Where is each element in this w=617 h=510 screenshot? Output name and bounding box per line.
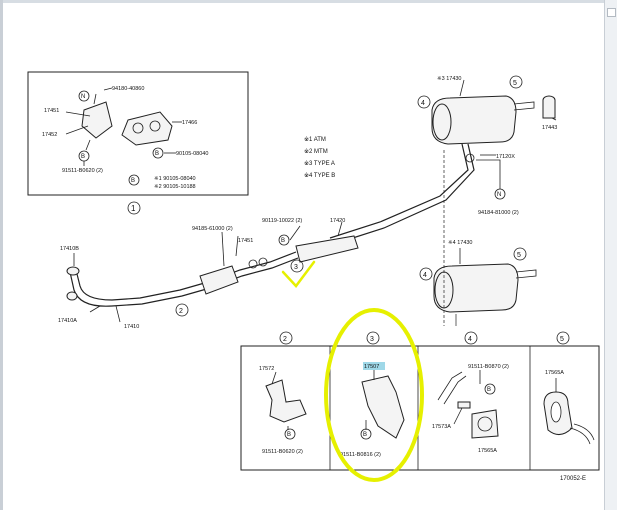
inset1-label: 17466 — [182, 120, 197, 126]
panel3-bolt-label: 91511-B0816 (2) — [340, 452, 381, 458]
catalog-code: 170052-E — [560, 476, 586, 482]
panel2-bolt-label: 91511-B0620 (2) — [262, 449, 303, 455]
part-label: 17420 — [330, 218, 345, 224]
circle-letter-n: N — [497, 192, 501, 198]
highlight-check-mark — [281, 260, 316, 288]
circle-number: 2 — [179, 308, 183, 315]
part-label: ※3 17430 — [437, 75, 462, 82]
circle-letter-n: N — [81, 94, 85, 100]
highlight-part-number — [363, 362, 385, 370]
part-label: 17443 — [542, 125, 557, 131]
panel3-label: 17507 — [364, 364, 379, 370]
panel-header: 3 — [370, 336, 374, 343]
circle-number: 4 — [421, 100, 425, 107]
panel4-bracket-label: 17573A — [432, 424, 451, 430]
circle-letter-b: B — [131, 178, 135, 184]
legend-item: ※4 TYPE B — [304, 172, 335, 179]
circle-letter-b: B — [81, 154, 85, 160]
panel2-label: 17572 — [259, 366, 274, 372]
scrollbar-button[interactable] — [607, 8, 616, 17]
inset1-label: ※1 90105-08040 — [154, 175, 196, 182]
panel-4: 91511-B0870 (2) 17573A B 17565A — [432, 364, 509, 454]
legend-item: ※3 TYPE A — [304, 160, 335, 167]
inset-1: 94180-40860 17451 17466 17452 90105-0804… — [27, 71, 249, 215]
window-top-border — [0, 0, 617, 3]
circle-number: 5 — [517, 252, 521, 259]
panel-header: 5 — [560, 336, 564, 343]
exhaust-parts-diagram: 94180-40860 17451 17466 17452 90105-0804… — [27, 71, 600, 482]
panel-header: 2 — [283, 336, 287, 343]
detail-panels: 2 3 5 17572 91511-B0620 (2) B 17507 9151… — [240, 331, 600, 482]
part-label: 17410B — [60, 246, 79, 252]
inset1-label: 90105-08040 — [176, 151, 208, 157]
inset1-label: ※2 90105-10188 — [154, 183, 196, 190]
part-label: 94185-61000 (2) — [192, 226, 233, 232]
catalytic-converter — [199, 265, 239, 295]
inset1-label: 17451 — [44, 108, 59, 114]
panel-5: 17565A — [543, 370, 595, 445]
panel-2: 17572 91511-B0620 (2) B — [259, 366, 307, 455]
part-label: ※4 17430 — [448, 239, 473, 246]
inset1-label: 91511-B0620 (2) — [62, 168, 103, 174]
panel4-rubber-label: 17565A — [478, 448, 497, 454]
scrollbar[interactable] — [604, 0, 617, 510]
circle-number: 5 — [513, 80, 517, 87]
part-label: 17410 — [124, 324, 139, 330]
panel5-label: 17565A — [545, 370, 564, 376]
legend-item: ※2 MTM — [304, 148, 328, 155]
inset1-label: 17452 — [42, 132, 57, 138]
circle-letter-b: B — [155, 151, 159, 157]
muffler-top — [431, 95, 517, 145]
panel-3: 17507 91511-B0816 (2) B — [340, 362, 405, 458]
legend-item: ※1 ATM — [304, 136, 326, 143]
part-label: 17120X — [496, 154, 515, 160]
circle-letter-b: B — [287, 432, 291, 438]
muffler-bottom — [433, 263, 519, 313]
circle-letter-b: B — [363, 432, 367, 438]
highlight-circle — [324, 308, 424, 482]
center-resonator — [295, 235, 359, 263]
inset1-label: 94180-40860 — [112, 86, 144, 92]
circle-letter-b: B — [487, 387, 491, 393]
part-label: 94184-81000 (2) — [478, 210, 519, 216]
circle-number: 4 — [423, 272, 427, 279]
circle-number: 4 — [468, 336, 472, 343]
circle-number: 3 — [294, 264, 298, 271]
panel4-label: 91511-B0870 (2) — [468, 364, 509, 370]
part-label: 90119-10022 (2) — [262, 218, 302, 224]
window-left-border — [0, 0, 3, 510]
type-legend: ※1 ATM ※2 MTM ※3 TYPE A ※4 TYPE B — [304, 136, 335, 179]
circle-letter-b: B — [281, 238, 285, 244]
inset1-index: 1 — [131, 204, 136, 213]
part-label: 17451 — [238, 238, 253, 244]
part-label: 17410A — [58, 318, 77, 324]
exhaust-assembly: ※3 17430 17443 17120X 94184-81000 (2) ※4… — [58, 75, 557, 345]
